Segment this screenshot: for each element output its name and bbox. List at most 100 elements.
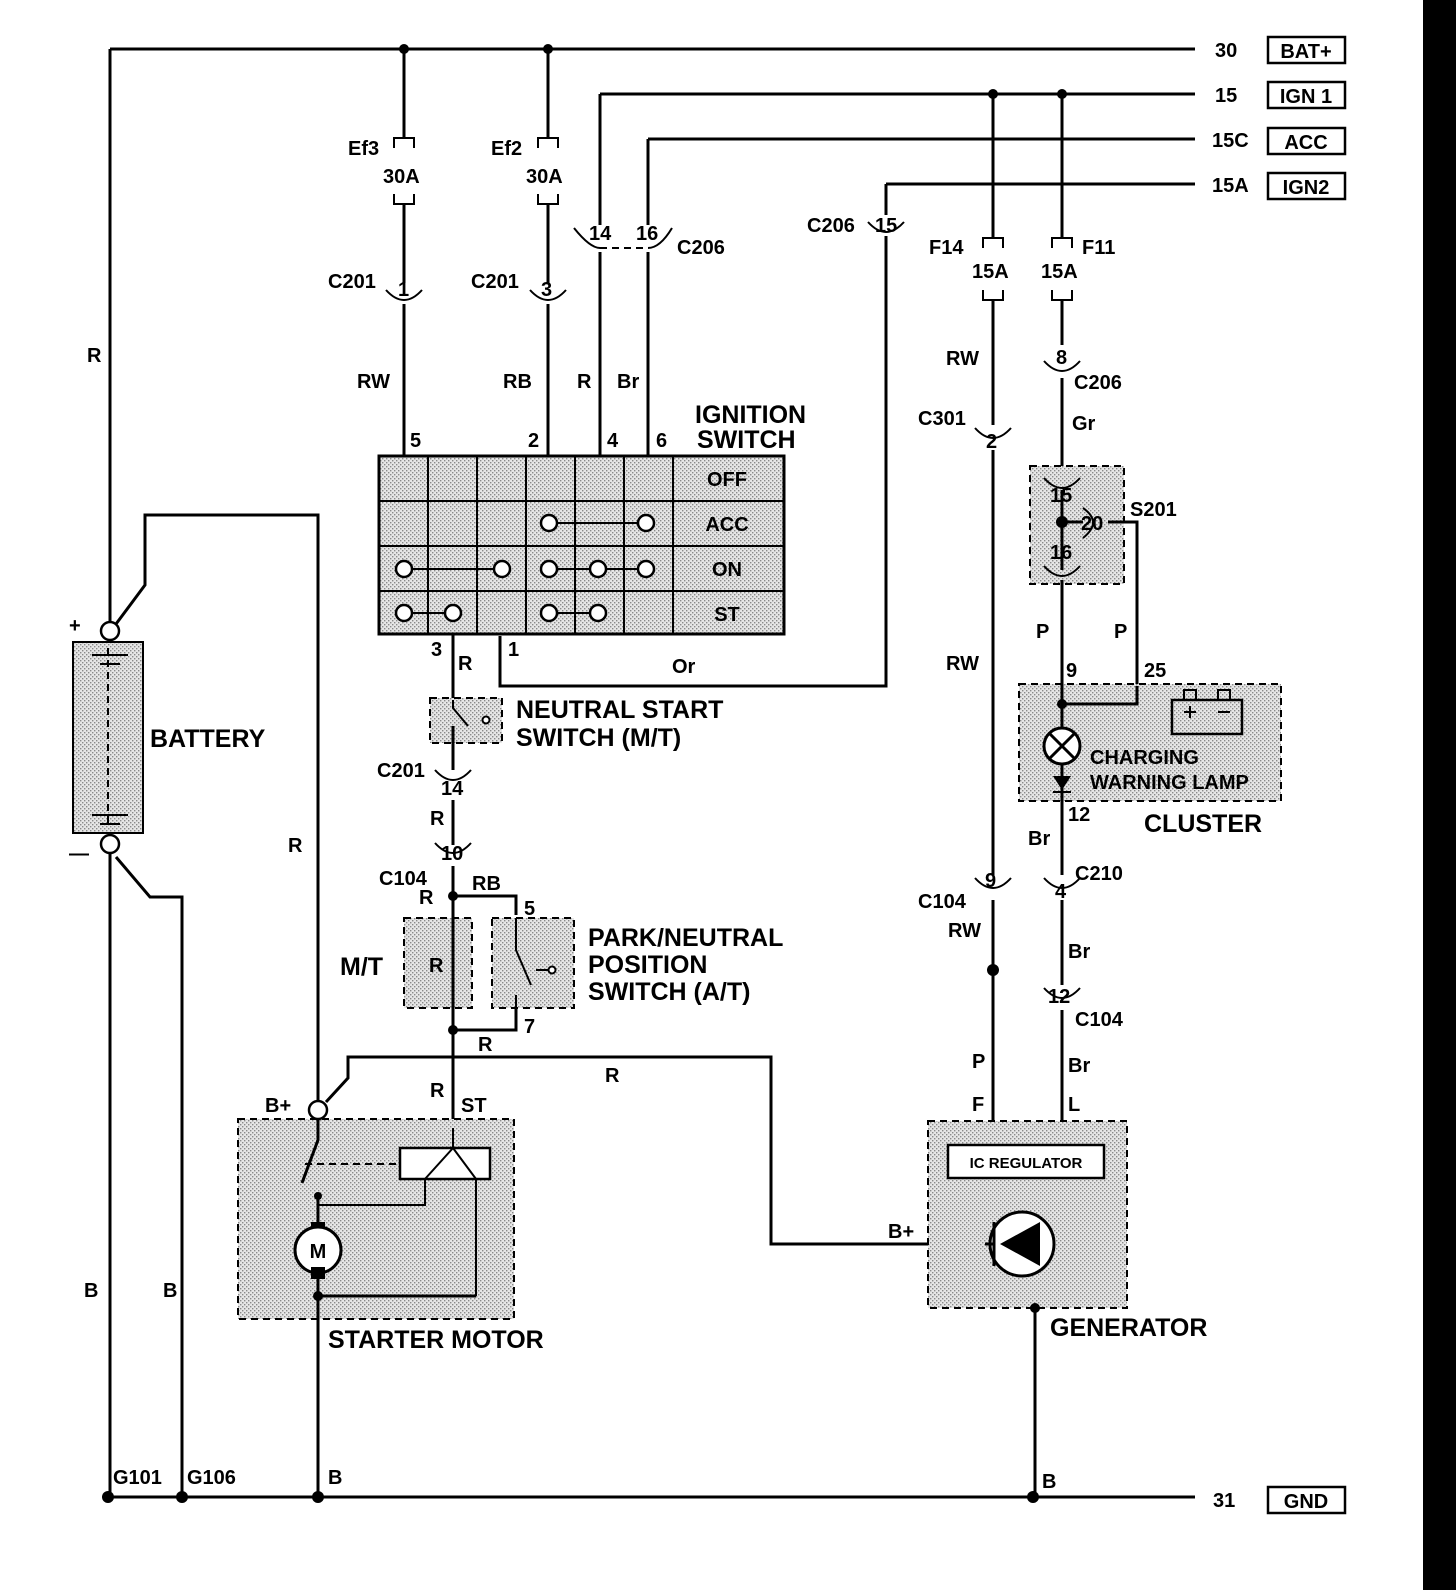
svg-text:F11: F11 <box>1082 237 1115 259</box>
scan-edge-bar <box>1423 0 1456 1590</box>
svg-text:2: 2 <box>986 431 997 453</box>
wire-color-label: B <box>163 1280 177 1302</box>
connector-c206-pin8: 8 C206 <box>1043 347 1122 394</box>
svg-text:Ef3: Ef3 <box>348 138 379 160</box>
svg-text:C201: C201 <box>377 760 425 782</box>
connector-c301-pin2: C301 2 <box>918 408 1012 453</box>
connector-c104-pin10: 10 C104 <box>379 842 472 890</box>
battery-symbol-icon <box>1170 698 1244 736</box>
instrument-cluster: 9 25 CHARGING WARNING LAMP 12 CLUSTER <box>1018 660 1282 838</box>
wire-color-label: R <box>288 835 303 857</box>
svg-text:C210: C210 <box>1075 863 1123 885</box>
wire-color-label: Gr <box>1072 413 1096 435</box>
wire-color-label: R <box>478 1034 493 1056</box>
switch-pin: 2 <box>528 430 539 452</box>
charging-lamp-label: CHARGING <box>1090 747 1199 769</box>
switch-pin: 5 <box>410 430 421 452</box>
cluster-label: CLUSTER <box>1144 810 1262 838</box>
rail-number: 15 <box>1215 85 1237 107</box>
connector-c206-pin15: C206 15 <box>807 215 905 237</box>
battery: BATTERY + — <box>69 615 266 865</box>
generator-label: GENERATOR <box>1050 1314 1207 1342</box>
rail-number: 15C <box>1212 130 1249 152</box>
generator: F L IC REGULATOR B+ GENERATOR <box>888 1094 1207 1342</box>
svg-text:F14: F14 <box>929 237 964 259</box>
rail-31-gnd: 31 GND <box>108 1485 1347 1515</box>
svg-text:5: 5 <box>524 898 535 920</box>
svg-text:20: 20 <box>1081 513 1103 535</box>
fuse-f14: F14 15A <box>929 94 1009 301</box>
rail-number: 15A <box>1212 175 1249 197</box>
pn-switch-label-2: POSITION <box>588 951 707 979</box>
switch-pin: 4 <box>607 430 619 452</box>
rail-30-bat: 30 BAT+ <box>110 35 1347 65</box>
svg-text:9: 9 <box>985 870 996 892</box>
wire-color-label: Or <box>672 656 696 678</box>
connector-c210-pin4: 4 C210 <box>1043 863 1123 903</box>
neutral-start-switch-label: NEUTRAL START <box>516 696 723 724</box>
wire-color-label: Br <box>1068 941 1090 963</box>
svg-text:12: 12 <box>1048 986 1070 1008</box>
starter-motor-label: STARTER MOTOR <box>328 1326 544 1354</box>
svg-text:C104: C104 <box>379 868 428 890</box>
connector-c206-pins-14-16: 14 16 C206 <box>573 223 725 259</box>
svg-text:Ef2: Ef2 <box>491 138 522 160</box>
ignition-switch: IGNITION SWITCH 5 2 4 6 OFF ACC ON ST 3 … <box>377 401 806 661</box>
svg-text:16: 16 <box>636 223 658 245</box>
ignition-switch-title: IGNITION <box>695 401 806 429</box>
svg-text:4: 4 <box>1055 881 1067 903</box>
wire-color-label: RW <box>357 371 390 393</box>
wire-color-label: P <box>972 1051 985 1073</box>
splice-s201: 15 20 16 S201 <box>1029 465 1177 686</box>
battery-minus-label: — <box>69 843 89 865</box>
battery-ground-wire-2 <box>114 856 184 1497</box>
switch-pin: 3 <box>431 639 442 661</box>
wire-color-label: RW <box>946 653 979 675</box>
ic-regulator-label: IC REGULATOR <box>970 1155 1083 1172</box>
wire-color-label: RB <box>503 371 532 393</box>
wire-color-label: RW <box>948 920 981 942</box>
svg-text:10: 10 <box>441 843 463 865</box>
svg-text:C104: C104 <box>1075 1009 1124 1031</box>
starter-bplus-label: B+ <box>265 1095 291 1117</box>
svg-text:C104: C104 <box>918 891 967 913</box>
wire-color-label: R <box>430 1080 445 1102</box>
rail-tag: IGN2 <box>1283 177 1330 199</box>
svg-text:15A: 15A <box>972 261 1009 283</box>
wire-color-label: P <box>1036 621 1049 643</box>
rail-tag: IGN 1 <box>1280 86 1332 108</box>
connector-c104-pin9: 9 C104 <box>918 870 1012 913</box>
pn-switch-label-3: SWITCH (A/T) <box>588 978 750 1006</box>
wire-color-label: R <box>87 345 102 367</box>
ground-g101: G101 <box>113 1467 162 1489</box>
rail-number: 30 <box>1215 40 1237 62</box>
rail-tag: BAT+ <box>1280 41 1331 63</box>
wire-color-label: B <box>328 1467 342 1489</box>
generator-bplus-label: B+ <box>888 1221 914 1243</box>
wire-color-label: B <box>84 1280 98 1302</box>
svg-text:7: 7 <box>524 1016 535 1038</box>
switch-pin: 6 <box>656 430 667 452</box>
svg-text:30A: 30A <box>526 166 563 188</box>
svg-text:16: 16 <box>1050 542 1072 564</box>
svg-text:30A: 30A <box>383 166 420 188</box>
wire-color-label: Br <box>1028 828 1050 850</box>
fuse-ef3: Ef3 30A <box>348 49 420 283</box>
park-neutral-position-switch: 5 7 PARK/NEUTRAL POSITION SWITCH (A/T) <box>491 898 783 1038</box>
svg-text:1: 1 <box>398 279 409 301</box>
connector-c201-pin3: C201 3 <box>471 271 567 301</box>
switch-position-st: ST <box>714 604 740 626</box>
neutral-start-switch-label-2: SWITCH (M/T) <box>516 724 681 752</box>
neutral-start-switch: NEUTRAL START SWITCH (M/T) <box>429 696 723 752</box>
svg-text:R: R <box>429 955 444 977</box>
svg-text:12: 12 <box>1068 804 1090 826</box>
generator-f-label: F <box>972 1094 984 1116</box>
switch-position-off: OFF <box>707 469 747 491</box>
connector-c104-pin12: 12 C104 <box>1043 986 1124 1031</box>
wire-color-label: RB <box>472 873 501 895</box>
switch-pin: 1 <box>508 639 519 661</box>
wire-color-label: R <box>458 653 473 675</box>
rail-15a-ign2: 15A IGN2 <box>886 171 1347 201</box>
fuse-ef2: Ef2 30A <box>491 49 563 283</box>
rail-15c-acc: 15C ACC <box>648 126 1347 156</box>
